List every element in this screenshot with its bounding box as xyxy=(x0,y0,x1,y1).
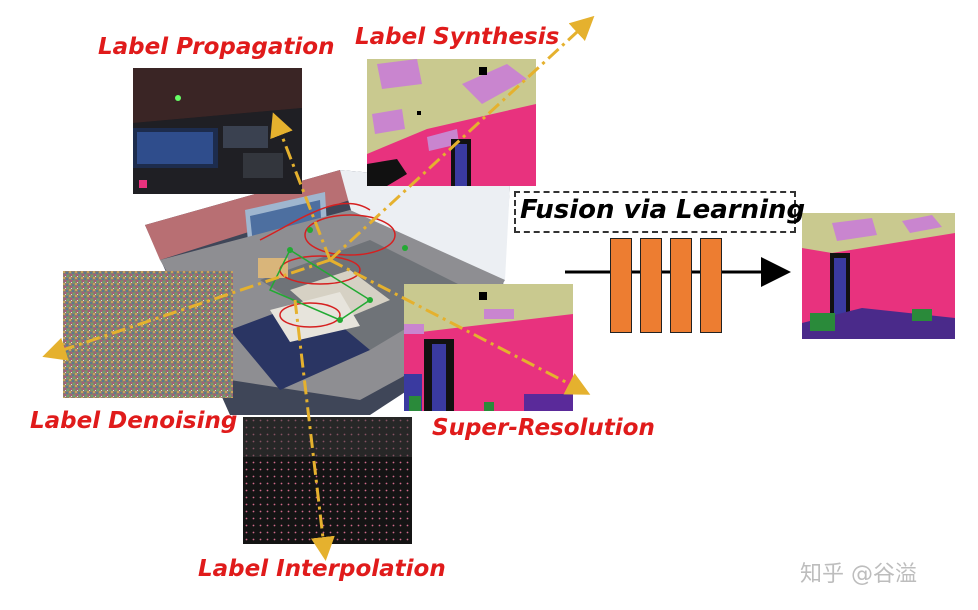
network-layer-3 xyxy=(670,238,692,333)
label-synthesis: Label Synthesis xyxy=(355,24,560,50)
output-segmap xyxy=(802,213,955,339)
label-interpolation: Label Interpolation xyxy=(198,556,446,582)
fusion-box xyxy=(514,191,796,233)
denoising-noise-image xyxy=(63,271,233,398)
synthesis-segmap xyxy=(367,59,536,186)
fusion-label: Fusion via Learning xyxy=(520,195,806,225)
interpolation-sparse-image xyxy=(243,417,412,544)
super-resolution-segmap xyxy=(404,284,573,411)
network-layer-1 xyxy=(610,238,632,333)
network-layer-4 xyxy=(700,238,722,333)
network-layer-2 xyxy=(640,238,662,333)
label-super-resolution: Super-Resolution xyxy=(432,415,655,441)
watermark: 知乎 @谷溢 xyxy=(800,562,917,587)
propagation-image xyxy=(133,68,302,194)
label-denoising: Label Denoising xyxy=(30,408,238,434)
label-propagation: Label Propagation xyxy=(98,34,335,60)
